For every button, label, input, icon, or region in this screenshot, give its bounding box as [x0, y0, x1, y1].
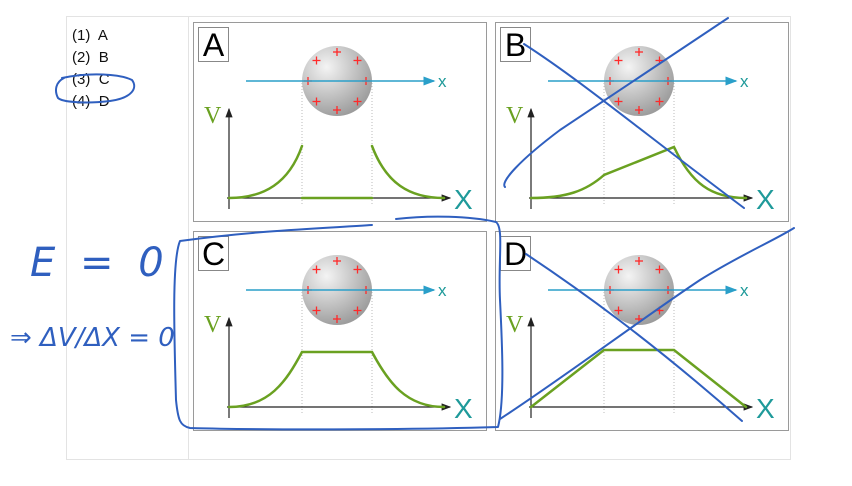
answer-options: (1) A (2) B (3) C (4) D — [72, 25, 110, 113]
panel-letter: A — [198, 27, 229, 62]
option-1[interactable]: (1) A — [72, 25, 110, 47]
axis-x-label: x — [438, 281, 447, 300]
table-column-divider — [188, 16, 189, 460]
option-4[interactable]: (4) D — [72, 91, 110, 113]
v-axis-label: V — [506, 312, 524, 338]
potential-curve — [227, 144, 304, 200]
handwritten-e-equals-zero: E = 0 — [30, 240, 170, 286]
axis-x-label: x — [438, 72, 447, 91]
potential-curve — [370, 144, 446, 200]
option-label: C — [98, 71, 110, 88]
panel-diagram: xV X — [204, 255, 473, 424]
potential-curve — [227, 350, 446, 409]
plus-charge-icon — [312, 97, 321, 106]
option-label: D — [98, 93, 110, 110]
plus-charge-icon — [353, 56, 362, 65]
graph-x-label: X — [756, 393, 775, 424]
axis-x-label: x — [740, 281, 749, 300]
graph-x-label: X — [454, 184, 473, 215]
graph-x-label: X — [454, 393, 473, 424]
v-axis-label: V — [204, 103, 222, 129]
v-axis-label: V — [506, 103, 524, 129]
panel-diagram: xV X — [506, 46, 775, 215]
option-3[interactable]: (3) C — [72, 69, 110, 91]
option-number: (1) — [72, 27, 91, 44]
option-label: B — [98, 49, 109, 66]
plus-charge-icon — [333, 106, 341, 114]
panel-diagram: xV X — [506, 255, 775, 424]
plus-charge-icon — [333, 48, 341, 56]
v-axis-label: V — [204, 312, 222, 338]
handwritten-derivative-equals-zero: ⇒ ΔV/ΔX = 0 — [10, 323, 175, 353]
option-number: (4) — [72, 93, 91, 110]
option-label: A — [97, 27, 108, 44]
panel-diagram: xV X — [204, 46, 473, 215]
axis-x-label: x — [740, 72, 749, 91]
option-number: (3) — [72, 71, 91, 88]
option-number: (2) — [72, 49, 91, 66]
plus-charge-icon — [312, 56, 321, 65]
plus-charge-icon — [353, 97, 362, 106]
option-2[interactable]: (2) B — [72, 47, 110, 69]
potential-curve — [529, 348, 748, 409]
graph-x-label: X — [756, 184, 775, 215]
potential-curve — [529, 145, 748, 200]
